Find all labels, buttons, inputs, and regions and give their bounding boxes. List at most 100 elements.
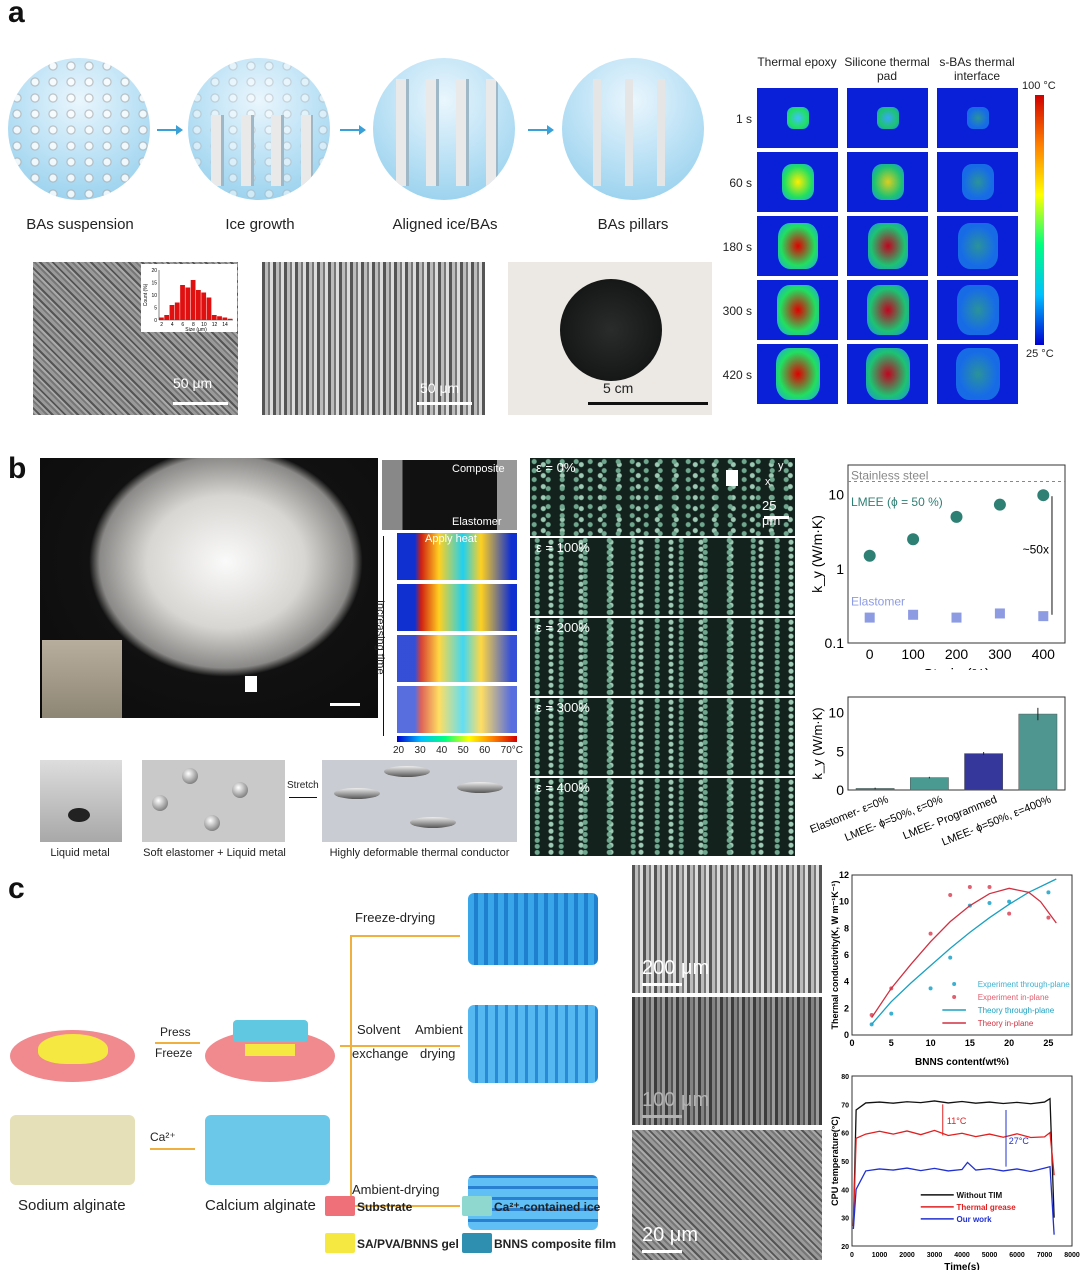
thermal-image (757, 152, 838, 212)
hot-spot (866, 285, 909, 335)
data-point (928, 931, 933, 936)
arrow-right-icon (340, 125, 366, 135)
series-line (871, 887, 1057, 1019)
y-label: Thermal conductivity(K, W m⁻¹K⁻¹) (830, 880, 840, 1029)
ambient-drying-label: Ambient-drying (352, 1182, 440, 1197)
step-caption: Ice growth (225, 216, 295, 233)
thermal-image (847, 280, 928, 340)
colorbar-min: 25 °C (1026, 348, 1054, 360)
data-point (987, 901, 992, 905)
hot-spot (955, 348, 1000, 400)
plot-frame (851, 874, 1073, 1036)
histogram-bar (201, 292, 207, 320)
axis-x-label: x (765, 476, 771, 488)
y-tick: 0 (844, 1030, 849, 1040)
strain-label: ε = 300% (536, 700, 590, 715)
exchange-label: exchange (352, 1046, 409, 1061)
x-tick: 2000 (899, 1252, 915, 1259)
y-tick: 20 (151, 268, 157, 274)
tick: 50 (457, 745, 469, 756)
tick: 40 (436, 745, 448, 756)
panel-b-label: b (8, 452, 27, 485)
hot-spot (867, 223, 908, 269)
solvent-label: Solvent (357, 1022, 401, 1037)
legend-marker (952, 995, 957, 999)
column-header: Silicone thermal pad (844, 55, 930, 83)
scale-label: 50 μm (173, 375, 213, 391)
y-tick: 10 (828, 705, 844, 721)
x-tick: 300 (988, 646, 1012, 662)
histogram-bar (169, 305, 175, 320)
bar (910, 777, 949, 791)
thermal-strip (397, 584, 517, 631)
strain-label: ε = 0% (536, 460, 576, 475)
ca-label: Ca²⁺ (150, 1130, 176, 1144)
x-label: BNNS content(wt%) (915, 1057, 1009, 1065)
thermal-image (847, 344, 928, 404)
legend-label: BNNS composite film (494, 1237, 617, 1251)
legend-label: Experiment in-plane (978, 993, 1050, 1002)
thermal-image (757, 344, 838, 404)
y-tick: 70 (841, 1102, 849, 1109)
x-tick: 4 (171, 322, 174, 328)
x-tick: 100 (901, 646, 925, 662)
y-tick: 10 (828, 487, 844, 503)
series-line (871, 878, 1057, 1025)
x-tick: 20 (1004, 1038, 1014, 1048)
caption: Soft elastomer + Liquid metal (143, 847, 286, 859)
legend-label: Our work (957, 1215, 993, 1224)
drying-label: drying (420, 1046, 456, 1061)
x-tick: 12 (212, 322, 218, 328)
elastomer-point (1038, 611, 1049, 622)
sem-image-200um: 200 μm (632, 865, 822, 993)
hot-spot (781, 164, 814, 200)
thermal-image (847, 88, 928, 148)
scale-label: 25 μm (762, 498, 781, 528)
thermal-image (847, 216, 928, 276)
series-label: LMEE (ϕ = 50 %) (851, 495, 943, 509)
legend-label: Substrate (357, 1200, 413, 1214)
y-label: Count (%) (143, 283, 149, 306)
y-tick: 15 (151, 281, 157, 287)
heat-colorbar (397, 736, 517, 742)
data-point (1046, 915, 1051, 920)
data-point (1046, 890, 1051, 895)
step-caption: BAs suspension (26, 216, 134, 233)
x-tick: 5 (889, 1038, 894, 1048)
data-point (1007, 899, 1012, 904)
time-label: 300 s (722, 304, 752, 318)
histogram-bar (227, 318, 233, 320)
y-tick: 5 (154, 306, 157, 312)
histogram-bar (196, 290, 201, 320)
data-point (948, 955, 953, 960)
thermal-image (937, 152, 1018, 212)
y-tick: 40 (841, 1187, 849, 1194)
thermal-image (757, 88, 838, 148)
arrow-right-icon (150, 1148, 195, 1150)
arrow-right-icon (350, 1205, 460, 1207)
series-label: Elastomer (851, 595, 905, 609)
scale-label: 200 μm (642, 957, 710, 979)
scale-bar (417, 402, 472, 405)
arrow-right-icon (157, 125, 183, 135)
reference-label: Stainless steel (851, 468, 928, 482)
x-tick: 0 (866, 646, 874, 662)
elastomer-point (908, 609, 919, 620)
y-tick: 1 (836, 561, 844, 577)
time-label: 420 s (722, 368, 752, 382)
hot-spot (961, 164, 994, 200)
histogram-bar (185, 287, 191, 320)
marker (726, 470, 738, 486)
x-tick: 2 (160, 322, 163, 328)
x-label: Strain (%) (923, 666, 990, 670)
apply-heat-label: Apply heat (425, 533, 477, 545)
strain-label: ε = 400% (536, 780, 590, 795)
tick: 20 (393, 745, 405, 756)
time-label: 60 s (729, 176, 752, 190)
legend-label: Ca²⁺-contained ice (494, 1200, 601, 1214)
liquid-metal-photo (40, 760, 122, 842)
lmee-point (993, 498, 1006, 511)
